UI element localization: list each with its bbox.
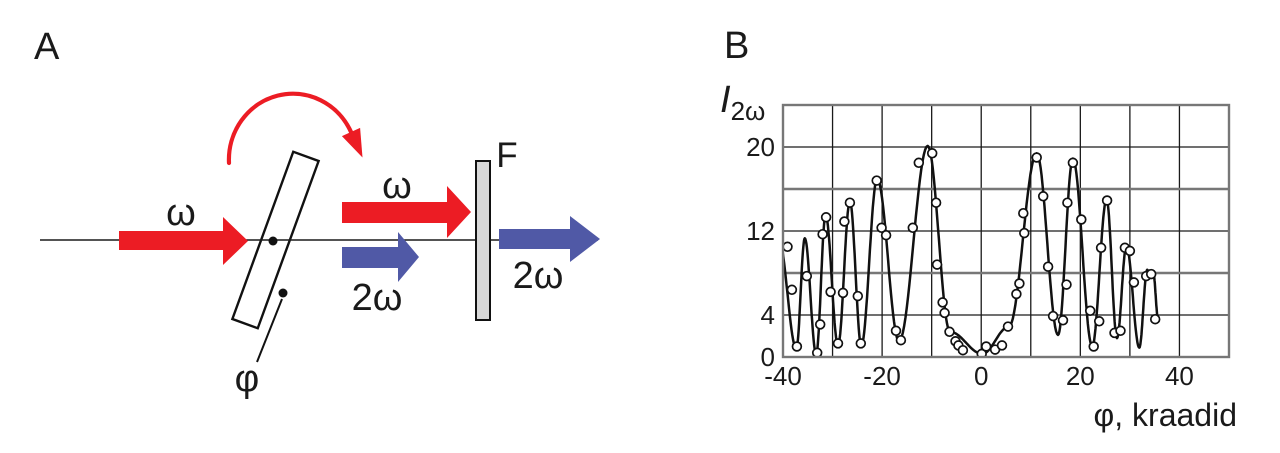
data-point <box>1093 316 1105 327</box>
generated-sh-label: 2ω <box>352 277 403 319</box>
y-tick-label: 4 <box>761 300 775 330</box>
data-point <box>1088 341 1099 352</box>
data-point <box>1101 195 1113 206</box>
data-point <box>895 334 907 346</box>
data-point <box>907 222 919 234</box>
data-point <box>1018 207 1029 219</box>
data-point <box>1031 152 1042 163</box>
data-point <box>880 229 892 241</box>
data-point <box>1002 321 1014 332</box>
plot-area-border <box>781 103 1231 359</box>
data-point <box>852 290 864 302</box>
data-point <box>996 340 1008 351</box>
data-point <box>783 241 793 253</box>
fringe-curve-path <box>783 144 1160 356</box>
panel-a-label: A <box>34 26 60 68</box>
data-point <box>1128 277 1140 288</box>
rotation-arrowhead-icon <box>341 127 363 158</box>
data-point <box>937 297 948 308</box>
x-tick-label: -20 <box>863 361 901 391</box>
data-point <box>1037 191 1049 202</box>
rotation-angle-label: φ <box>235 358 260 400</box>
input-beam-arrow-icon <box>119 217 248 265</box>
data-point <box>844 197 856 208</box>
y-tick-labels: 0 4 12 20 <box>746 132 775 372</box>
gridlines <box>783 105 1229 357</box>
axis-dot <box>278 288 288 298</box>
data-point <box>1115 325 1126 337</box>
data-point <box>1095 242 1107 254</box>
x-axis-title: φ, kraadid <box>1094 397 1237 433</box>
data-point <box>944 326 955 338</box>
panel-b-label: B <box>724 25 749 67</box>
data-point <box>1057 315 1069 326</box>
data-point <box>820 212 832 223</box>
filter-bar <box>475 160 491 321</box>
y-axis-title-main: I <box>720 79 731 121</box>
data-point <box>1145 268 1157 280</box>
y-axis-title: I2ω <box>720 79 765 126</box>
data-point <box>926 148 938 159</box>
generated-sh-arrow-icon <box>342 232 419 282</box>
data-point <box>855 338 867 349</box>
data-point <box>817 228 828 240</box>
data-point <box>930 197 942 208</box>
data-point <box>791 341 803 352</box>
data-point <box>1011 288 1022 300</box>
data-point <box>890 325 902 337</box>
x-tick-label: 20 <box>1066 361 1095 391</box>
data-point <box>801 270 813 282</box>
x-tick-labels: -40 -20 0 20 40 <box>764 361 1194 391</box>
data-point <box>825 286 836 298</box>
data-point <box>1047 310 1059 322</box>
data-point <box>1149 313 1161 325</box>
data-point <box>1124 245 1136 257</box>
filter-label: F <box>496 136 517 175</box>
data-point <box>1014 278 1025 289</box>
phi-reference-line <box>256 298 283 363</box>
data-point <box>839 216 850 227</box>
data-point <box>957 344 969 356</box>
y-tick-label: 0 <box>761 342 775 372</box>
data-point <box>1076 214 1087 225</box>
panel-a: A ω ω 2ω F 2ω φ <box>34 26 600 400</box>
data-point <box>1062 197 1073 208</box>
panel-b: B I2ω 0 4 12 20 -40 -20 0 20 40 φ, kraadid <box>720 25 1237 433</box>
data-point <box>913 157 925 169</box>
data-point <box>1042 261 1054 272</box>
x-tick-label: 0 <box>974 361 988 391</box>
rotation-arrow-arc <box>226 91 354 166</box>
x-tick-label: -40 <box>764 361 802 391</box>
output-fundamental-arrow-icon <box>342 186 471 238</box>
data-point <box>814 319 826 330</box>
y-tick-label: 20 <box>746 132 775 162</box>
input-beam-label: ω <box>166 192 196 234</box>
x-tick-label: 40 <box>1165 361 1194 391</box>
data-point <box>837 287 849 299</box>
data-point <box>871 175 882 186</box>
data-point <box>931 259 943 270</box>
filtered-sh-label: 2ω <box>513 255 564 297</box>
data-point <box>980 341 992 352</box>
filtered-sh-arrow-icon <box>499 216 600 262</box>
output-fundamental-label: ω <box>382 165 412 207</box>
data-point <box>832 338 844 349</box>
data-point <box>1084 305 1096 317</box>
data-point <box>1019 227 1030 239</box>
fringe-curve <box>783 144 1160 356</box>
data-point <box>1061 279 1072 290</box>
data-point <box>976 348 987 357</box>
data-point <box>786 284 798 296</box>
y-axis-title-sub: 2ω <box>731 96 766 126</box>
data-point <box>811 347 823 357</box>
data-point <box>1067 157 1079 169</box>
data-point <box>876 222 887 234</box>
pivot-dot <box>268 236 278 246</box>
data-point <box>939 307 950 319</box>
y-tick-label: 12 <box>746 216 775 246</box>
